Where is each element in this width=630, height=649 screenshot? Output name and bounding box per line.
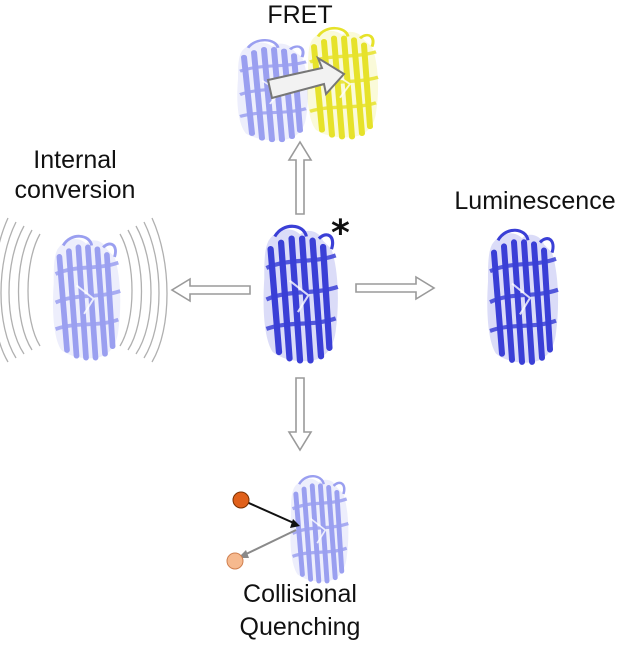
excited-protein	[264, 226, 338, 361]
excited-state-asterisk: *	[331, 213, 350, 254]
luminescence-label: Luminescence	[454, 187, 616, 215]
internal-conversion-label-line2: conversion	[14, 176, 136, 204]
quenching-protein	[290, 476, 348, 581]
arrow-to-fret	[287, 140, 313, 215]
internal-conversion-label: Internal conversion	[0, 145, 150, 205]
collisional-quenching-label-line1: Collisional	[243, 580, 357, 608]
incoming-quencher-path	[241, 499, 297, 525]
fret-label: FRET	[267, 1, 333, 29]
arrow-to-luminescence	[355, 275, 436, 301]
arrow-to-quenching	[287, 377, 313, 452]
arrow-to-internal-conversion	[170, 277, 251, 303]
quencher-before-collision	[232, 491, 250, 509]
internal-conversion-protein	[53, 236, 120, 358]
internal-conversion-label-line1: Internal	[33, 146, 117, 174]
quencher-after-collision	[226, 552, 244, 570]
incoming-arrowhead	[290, 519, 300, 528]
collisional-quenching-label-line2: Quenching	[239, 613, 361, 641]
fret-transfer-arrow	[266, 55, 346, 100]
outgoing-quencher-path	[241, 529, 297, 557]
collisional-quenching-label: Collisional Quenching	[225, 578, 375, 644]
vibration-arcs	[0, 217, 168, 363]
luminescence-protein	[487, 230, 558, 362]
